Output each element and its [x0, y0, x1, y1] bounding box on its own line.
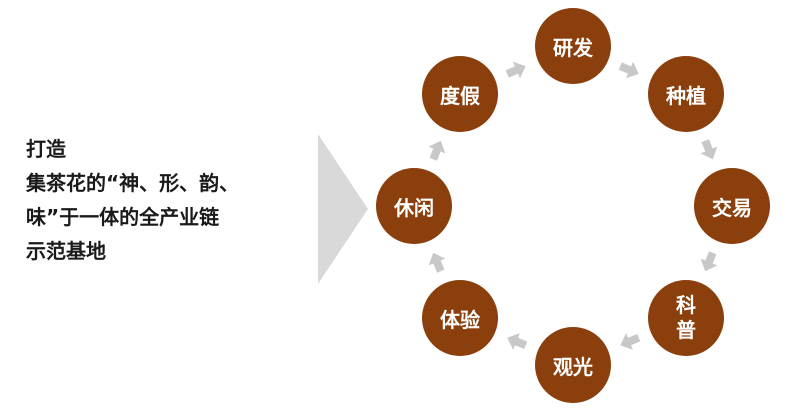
node-label: 度假: [440, 83, 480, 108]
cycle-arrow-icon: [620, 333, 641, 350]
node-label: 种植: [666, 83, 706, 108]
node-experience: 体验: [422, 280, 498, 356]
node-sightseeing: 观光: [535, 327, 611, 403]
node-label: 体验: [440, 307, 480, 332]
intro-line: 味”于一体的全产业链: [26, 205, 220, 229]
node-label: 休闲: [394, 195, 434, 220]
big-right-arrow-icon: [318, 134, 368, 284]
intro-text: 打造 集茶花的“神、形、韵、 味”于一体的全产业链 示范基地: [26, 132, 296, 268]
node-label: 交易: [712, 195, 752, 220]
node-planting: 种植: [648, 56, 724, 132]
cycle-arrow-icon: [700, 251, 718, 272]
intro-line: 示范基地: [26, 239, 106, 263]
node-label: 观光: [553, 354, 593, 379]
node-label: 科普: [676, 293, 696, 342]
node-trading: 交易: [694, 168, 770, 244]
cycle-arrow-icon: [507, 333, 528, 350]
intro-line: 打造: [26, 137, 66, 161]
cycle-arrow-icon: [700, 139, 718, 160]
intro-line: 集茶花的“神、形、韵、: [26, 171, 240, 195]
cycle-arrow-icon: [505, 61, 526, 79]
cycle-arrow-icon: [618, 61, 639, 79]
cycle-arrow-icon: [428, 140, 446, 161]
cycle-arrow-icon: [428, 252, 446, 273]
node-vacation: 度假: [422, 56, 498, 132]
node-research: 研发: [535, 8, 611, 84]
node-science: 科普: [648, 280, 724, 356]
node-label: 研发: [553, 35, 593, 60]
node-leisure: 休闲: [376, 168, 452, 244]
